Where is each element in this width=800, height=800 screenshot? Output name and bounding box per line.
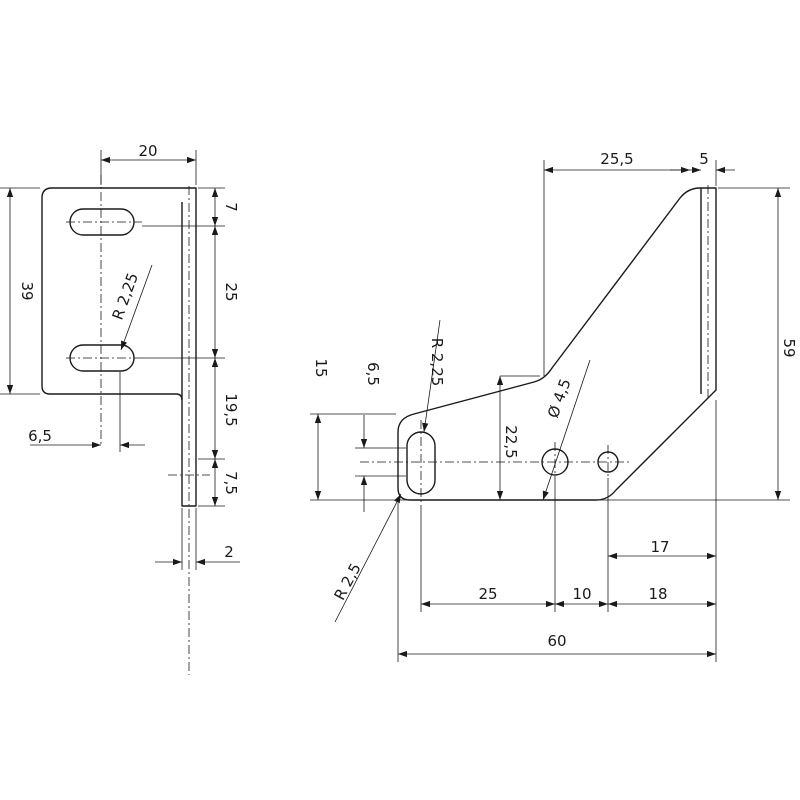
dim-front-slot-to-hole: 25 [478, 585, 497, 603]
dim-front-slot-length: 6,5 [364, 362, 382, 386]
dim-front-hole-offset-right: 17 [650, 538, 669, 556]
dim-leader-corner-radius [334, 493, 402, 623]
dim-side-thickness: 2 [224, 543, 234, 561]
dim-side-tab-length: 19,5 [222, 393, 240, 426]
dim-front-hole-diameter: Ø 4,5 [544, 376, 575, 420]
dim-side-height: 39 [18, 281, 36, 300]
dim-leader-slot-radius [120, 264, 153, 351]
dim-side-slot-offset: 6,5 [28, 427, 52, 445]
dim-front-total-height: 59 [780, 338, 798, 357]
dim-front-total-width: 60 [547, 632, 566, 650]
dim-side-slot-radius: R 2,25 [109, 270, 143, 322]
dim-front-step-height: 22,5 [502, 425, 520, 458]
dim-front-top-width: 25,5 [600, 150, 633, 168]
dim-front-slot-radius: R 2,25 [428, 338, 446, 387]
dim-side-slot-top: 7 [222, 202, 240, 212]
front-view-outline [397, 187, 717, 501]
dim-front-edge-width: 5 [699, 150, 709, 168]
dim-side-slot-spacing: 25 [222, 282, 240, 301]
dim-front-hole-to-edge: 18 [648, 585, 667, 603]
dim-side-width: 20 [138, 142, 157, 160]
dim-front-hole-spacing: 10 [572, 585, 591, 603]
side-view: 20 39 7 25 19,5 7,5 2 6,5 R 2,25 [0, 142, 240, 675]
dim-leader-hole-diameter [542, 359, 591, 501]
dim-side-tab-hole: 7,5 [222, 471, 240, 495]
dim-front-lower-height: 15 [312, 358, 330, 377]
dim-leader-slot-radius [422, 319, 441, 433]
front-view: 25,5 5 59 15 6,5 R 2,25 22,5 Ø 4,5 R 2,5… [310, 150, 798, 662]
dim-front-corner-radius: R 2,5 [330, 560, 364, 603]
